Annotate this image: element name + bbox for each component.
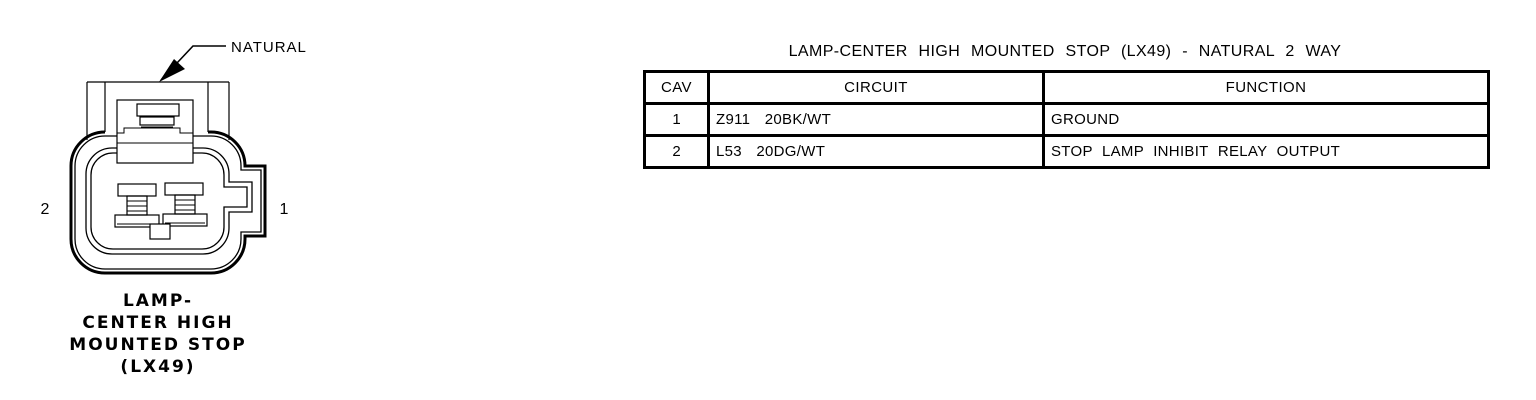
row1-circuit: Z911 20BK/WT bbox=[707, 102, 1045, 137]
connector-diagram: NATURAL bbox=[41, 39, 307, 377]
table-row: 2 L53 20DG/WT STOP LAMP INHIBIT RELAY OU… bbox=[643, 134, 1490, 169]
caption-line-2: CENTER HIGH bbox=[82, 313, 233, 333]
connector-cavity-outer bbox=[85, 147, 253, 255]
pointer-label: NATURAL bbox=[231, 39, 307, 56]
terminal-cavity-2 bbox=[114, 183, 160, 228]
connector-latch bbox=[116, 99, 194, 164]
table-row: 1 Z911 20BK/WT GROUND bbox=[643, 102, 1490, 137]
connector-cavity-inner bbox=[90, 152, 248, 250]
pin-label-2: 2 bbox=[41, 201, 50, 218]
center-index-key bbox=[149, 223, 171, 240]
header-circuit: CIRCUIT bbox=[707, 70, 1045, 105]
connector-body-outline bbox=[69, 130, 267, 275]
row1-cav: 1 bbox=[643, 102, 710, 137]
caption-line-1: LAMP- bbox=[123, 291, 193, 311]
row2-circuit: L53 20DG/WT bbox=[707, 134, 1045, 169]
row2-cav: 2 bbox=[643, 134, 710, 169]
row2-function: STOP LAMP INHIBIT RELAY OUTPUT bbox=[1042, 134, 1490, 169]
pinout-header-row: CAV CIRCUIT FUNCTION bbox=[643, 70, 1490, 105]
caption-line-4: (LX49) bbox=[120, 357, 195, 377]
pinout-table: CAV CIRCUIT FUNCTION 1 Z911 20BK/WT GROU… bbox=[643, 70, 1490, 169]
header-function: FUNCTION bbox=[1042, 70, 1490, 105]
header-cav: CAV bbox=[643, 70, 710, 105]
pointer-arrow bbox=[159, 45, 226, 82]
caption-line-3: MOUNTED STOP bbox=[69, 335, 246, 355]
connector-caption: LAMP- CENTER HIGH MOUNTED STOP (LX49) bbox=[69, 291, 246, 377]
terminal-cavity-1 bbox=[162, 182, 208, 227]
pin-label-1: 1 bbox=[280, 201, 289, 218]
connector-body-inner-line bbox=[74, 135, 262, 270]
row1-function: GROUND bbox=[1042, 102, 1490, 137]
connector-rear-housing bbox=[86, 81, 230, 140]
pointer-arrowhead-icon bbox=[159, 59, 185, 82]
pinout-table-title: LAMP-CENTER HIGH MOUNTED STOP (LX49) - N… bbox=[788, 43, 1342, 60]
